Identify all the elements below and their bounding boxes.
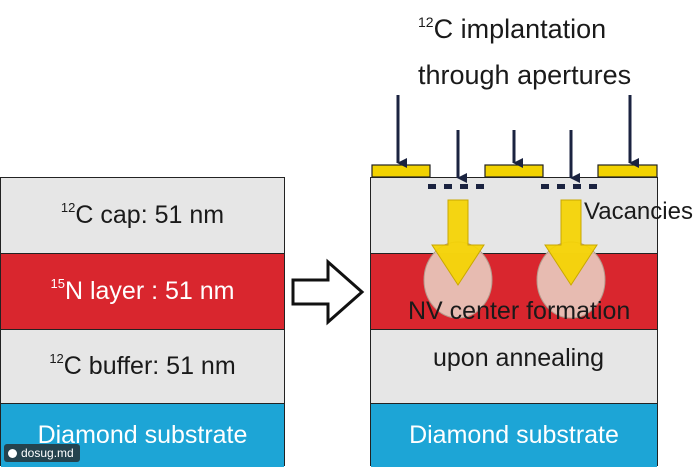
watermark-logo-icon: [8, 448, 17, 458]
process-arrow-icon: [291, 258, 365, 326]
vacancies-text: Vacancies: [584, 198, 693, 225]
left-cap-label: C cap: 51 nm: [75, 201, 225, 229]
left-n-sup: 15: [50, 276, 65, 291]
mask-segment-3: [597, 164, 658, 178]
left-buffer-label: C buffer: 51 nm: [63, 352, 236, 380]
implantation-title-line2: through apertures: [418, 60, 632, 90]
vacancies-label: Vacancies: [584, 198, 693, 226]
left-n-label: N layer : 51 nm: [64, 277, 235, 305]
nv-formation-line2: upon annealing: [433, 344, 604, 373]
implantation-title-line1: C implantation: [433, 14, 607, 44]
nv-formation-text: NV center formation: [408, 297, 631, 325]
vacancy-dots: [428, 184, 597, 189]
right-substrate-label: Diamond substrate: [409, 421, 619, 449]
right-buffer-layer: [371, 330, 657, 404]
annealing-text: upon annealing: [433, 344, 604, 372]
right-layer-stack: Diamond substrate: [370, 177, 658, 467]
nv-formation-line1: NV center formation: [408, 297, 630, 326]
diffusion-arrow-1: [431, 199, 485, 286]
left-cap-sup: 12: [60, 200, 76, 215]
mask-segment-1: [371, 164, 431, 178]
right-substrate-layer: Diamond substrate: [371, 404, 657, 467]
mask-segment-2: [484, 164, 544, 178]
implantation-title: 12C implantation: [418, 14, 606, 45]
right-n-layer: [371, 254, 657, 330]
watermark-text: dosug.md: [21, 446, 74, 460]
diffusion-arrow-2: [544, 199, 598, 286]
implantation-subtitle: through apertures: [418, 60, 631, 91]
watermark-badge: dosug.md: [4, 444, 80, 462]
left-buffer-sup: 12: [49, 351, 64, 366]
right-cap-layer: [371, 178, 657, 254]
implantation-title-sup: 12: [418, 14, 434, 30]
